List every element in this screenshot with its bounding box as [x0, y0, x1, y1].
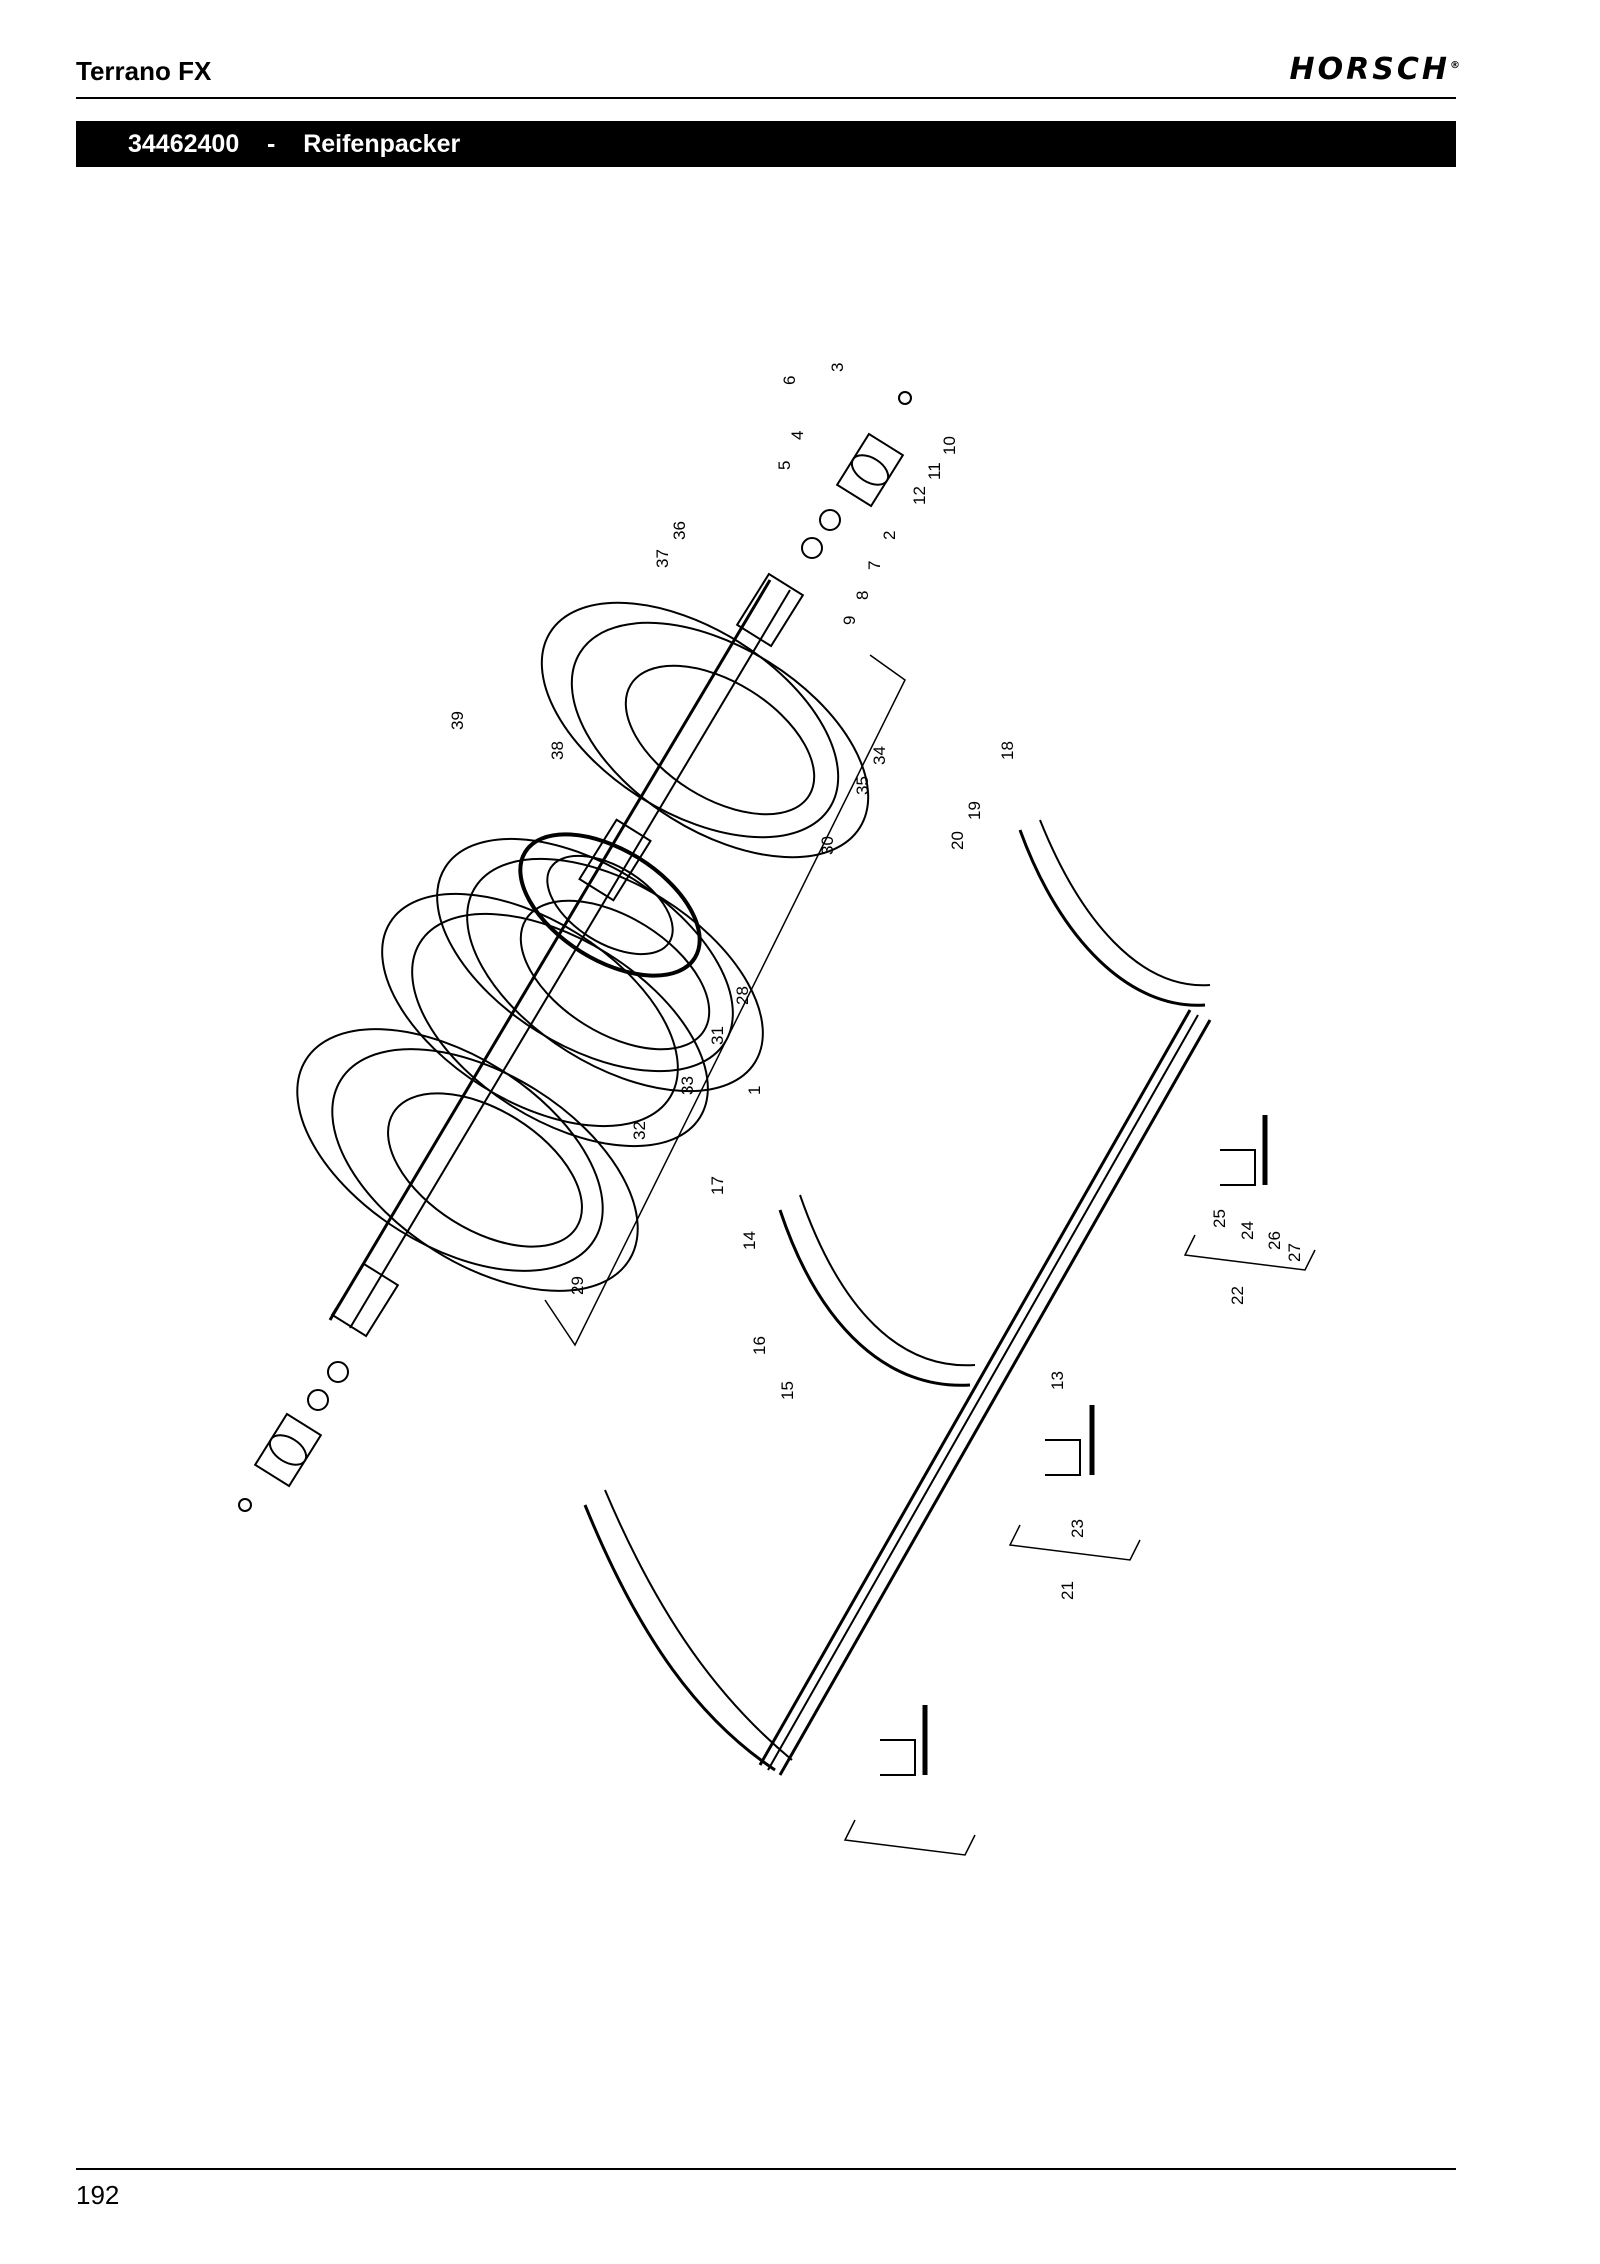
label-part-1: 1 [745, 1086, 764, 1095]
label-part-13: 13 [1048, 1371, 1067, 1390]
label-part-10: 10 [940, 436, 959, 455]
horsch-logo: HORSCH® [1289, 52, 1460, 87]
label-part-2: 2 [880, 531, 899, 540]
tyre-30 [540, 601, 870, 859]
label-part-3: 3 [828, 363, 847, 372]
label-part-34: 34 [870, 746, 889, 765]
clamp-22-upper [1220, 1115, 1268, 1186]
label-part-9: 9 [840, 616, 859, 625]
section-heading: 34462400 - Reifenpacker [76, 121, 1456, 167]
label-part-21: 21 [1058, 1581, 1077, 1600]
label-part-4: 4 [788, 431, 807, 440]
label-part-17: 17 [708, 1176, 727, 1195]
tyre-33 [436, 837, 764, 1093]
label-part-15: 15 [778, 1381, 797, 1400]
document-title: Terrano FX [76, 56, 212, 86]
clamp-22-lower [880, 1705, 928, 1776]
label-part-38: 38 [548, 741, 567, 760]
label-part-30: 30 [818, 836, 837, 855]
label-part-27: 27 [1285, 1243, 1304, 1262]
bearing-left [238, 1361, 349, 1512]
label-part-23: 23 [1068, 1519, 1087, 1538]
label-part-31: 31 [708, 1026, 727, 1045]
label-part-12: 12 [910, 486, 929, 505]
label-part-32: 32 [630, 1121, 649, 1140]
tyre-29 [296, 1028, 639, 1292]
scraper-bar-13 [758, 1009, 1212, 1776]
bearing-right [801, 391, 912, 559]
header-rule [76, 97, 1456, 99]
clamp-21-middle [1045, 1405, 1095, 1476]
label-part-37: 37 [653, 549, 672, 568]
label-part-26: 26 [1265, 1231, 1284, 1250]
footer-rule [76, 2168, 1456, 2170]
section-separator: - [267, 130, 276, 158]
tyre-32 [381, 892, 709, 1148]
section-name: Reifenpacker [303, 130, 461, 158]
rim-31 [518, 832, 702, 978]
label-part-16: 16 [750, 1336, 769, 1355]
label-part-36: 36 [670, 521, 689, 540]
label-part-20: 20 [948, 831, 967, 850]
label-part-39: 39 [448, 711, 467, 730]
label-part-33: 33 [678, 1076, 697, 1095]
label-part-18: 18 [998, 741, 1017, 760]
label-part-35: 35 [853, 776, 872, 795]
label-part-28: 28 [733, 986, 752, 1005]
label-part-19: 19 [965, 801, 984, 820]
label-part-11: 11 [925, 462, 944, 480]
part-labels: 1 2 3 4 5 6 7 8 9 10 11 12 13 14 15 16 1… [448, 363, 1304, 1600]
label-part-7: 7 [865, 561, 884, 570]
label-part-25: 25 [1210, 1209, 1229, 1228]
section-number: 34462400 [128, 130, 240, 158]
label-part-22: 22 [1228, 1286, 1247, 1305]
label-part-6: 6 [780, 376, 799, 385]
page-number: 192 [76, 2180, 120, 2210]
label-part-29: 29 [568, 1276, 587, 1295]
label-part-14: 14 [740, 1231, 759, 1250]
label-part-24: 24 [1238, 1221, 1257, 1240]
label-part-8: 8 [853, 591, 872, 600]
label-part-5: 5 [775, 461, 794, 470]
